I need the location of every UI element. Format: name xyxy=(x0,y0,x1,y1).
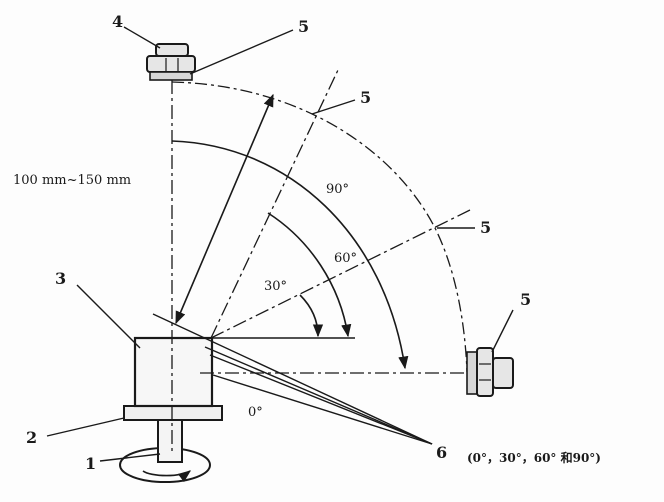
right-sensor xyxy=(466,347,514,397)
specimen-block xyxy=(133,336,214,408)
label-part-5-top: 5 xyxy=(298,17,309,36)
thirty-degree-line xyxy=(210,209,471,339)
distance-dimension-arrow xyxy=(175,93,274,325)
label-part-4: 4 xyxy=(112,12,123,31)
label-part-3: 3 xyxy=(55,269,66,288)
label-angle-30: 30° xyxy=(264,279,287,294)
arc-60-degree xyxy=(267,212,352,338)
label-angle-90: 90° xyxy=(326,182,349,197)
sixty-degree-line xyxy=(210,69,339,339)
label-part-5-sixty: 5 xyxy=(360,88,371,107)
distance-label: 100 mm~150 mm xyxy=(13,173,131,188)
label-part-5-right: 5 xyxy=(520,290,531,309)
arc-30-degree xyxy=(299,294,324,338)
label-part-5-thirty: 5 xyxy=(480,218,491,237)
shaft xyxy=(157,419,183,463)
flange-plate xyxy=(123,405,223,421)
label-part-2: 2 xyxy=(26,428,37,447)
leader-lines xyxy=(46,26,514,462)
label-part-1: 1 xyxy=(85,454,96,473)
rotation-arrow xyxy=(142,470,192,483)
label-part-6: 6 xyxy=(436,443,447,462)
label-angle-0: 0° xyxy=(248,405,263,420)
top-sensor xyxy=(146,43,196,81)
angles-caption: (0°，30°，60° 和90°) xyxy=(467,450,601,465)
label-angle-60: 60° xyxy=(334,251,357,266)
